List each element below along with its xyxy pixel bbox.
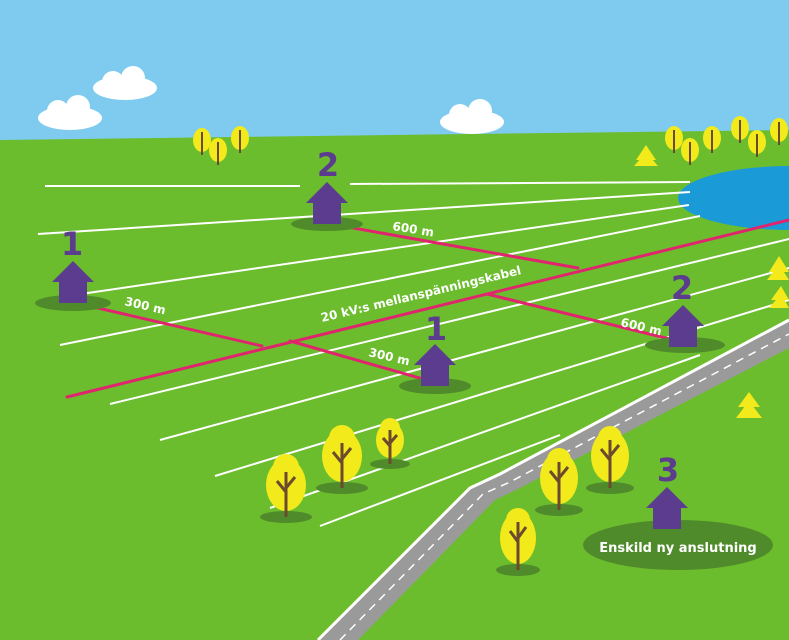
new-connection-label: Enskild ny anslutning: [599, 541, 756, 556]
tree-small: [731, 116, 749, 143]
field-lines: [37, 181, 789, 527]
house-number-new: 3: [657, 451, 679, 489]
lake: [678, 166, 789, 230]
tree-small: [209, 138, 227, 165]
house-mid-1: [414, 344, 456, 386]
tree-small: [770, 118, 788, 145]
tree-small: [681, 138, 699, 165]
cables: [65, 218, 789, 399]
tree: [535, 448, 583, 516]
conifer: [736, 392, 762, 418]
house-shadows: [35, 217, 773, 570]
tree-small: [748, 130, 766, 157]
house-number-left: 1: [61, 225, 83, 263]
tree: [370, 418, 410, 469]
tree-small: [665, 126, 683, 153]
house-top-2: [306, 182, 348, 224]
conifer: [634, 145, 658, 166]
new-connection-shadow: [583, 520, 773, 570]
main-cable: [65, 218, 789, 399]
house-new-3: [646, 487, 688, 529]
cloud: [440, 99, 504, 134]
tree: [260, 454, 312, 523]
house-left-1: [52, 261, 94, 303]
cloud: [93, 66, 157, 100]
distance-top: 600 m: [392, 219, 435, 239]
conifer: [769, 286, 789, 308]
tree: [316, 425, 368, 494]
road: [318, 320, 789, 640]
house-number-mid: 1: [425, 310, 447, 348]
conifer: [767, 256, 789, 280]
road-center-line: [339, 333, 789, 640]
tree-small: [231, 126, 249, 153]
tree-small: [193, 128, 211, 155]
tree: [496, 508, 540, 576]
cloud: [38, 95, 102, 130]
house-number-right: 2: [671, 269, 693, 307]
tree-small: [703, 126, 721, 153]
house-number-top: 2: [317, 146, 339, 184]
house-right-2: [662, 305, 704, 347]
tree: [586, 426, 634, 494]
road-edge: [316, 318, 789, 640]
grass-field: [0, 130, 789, 640]
